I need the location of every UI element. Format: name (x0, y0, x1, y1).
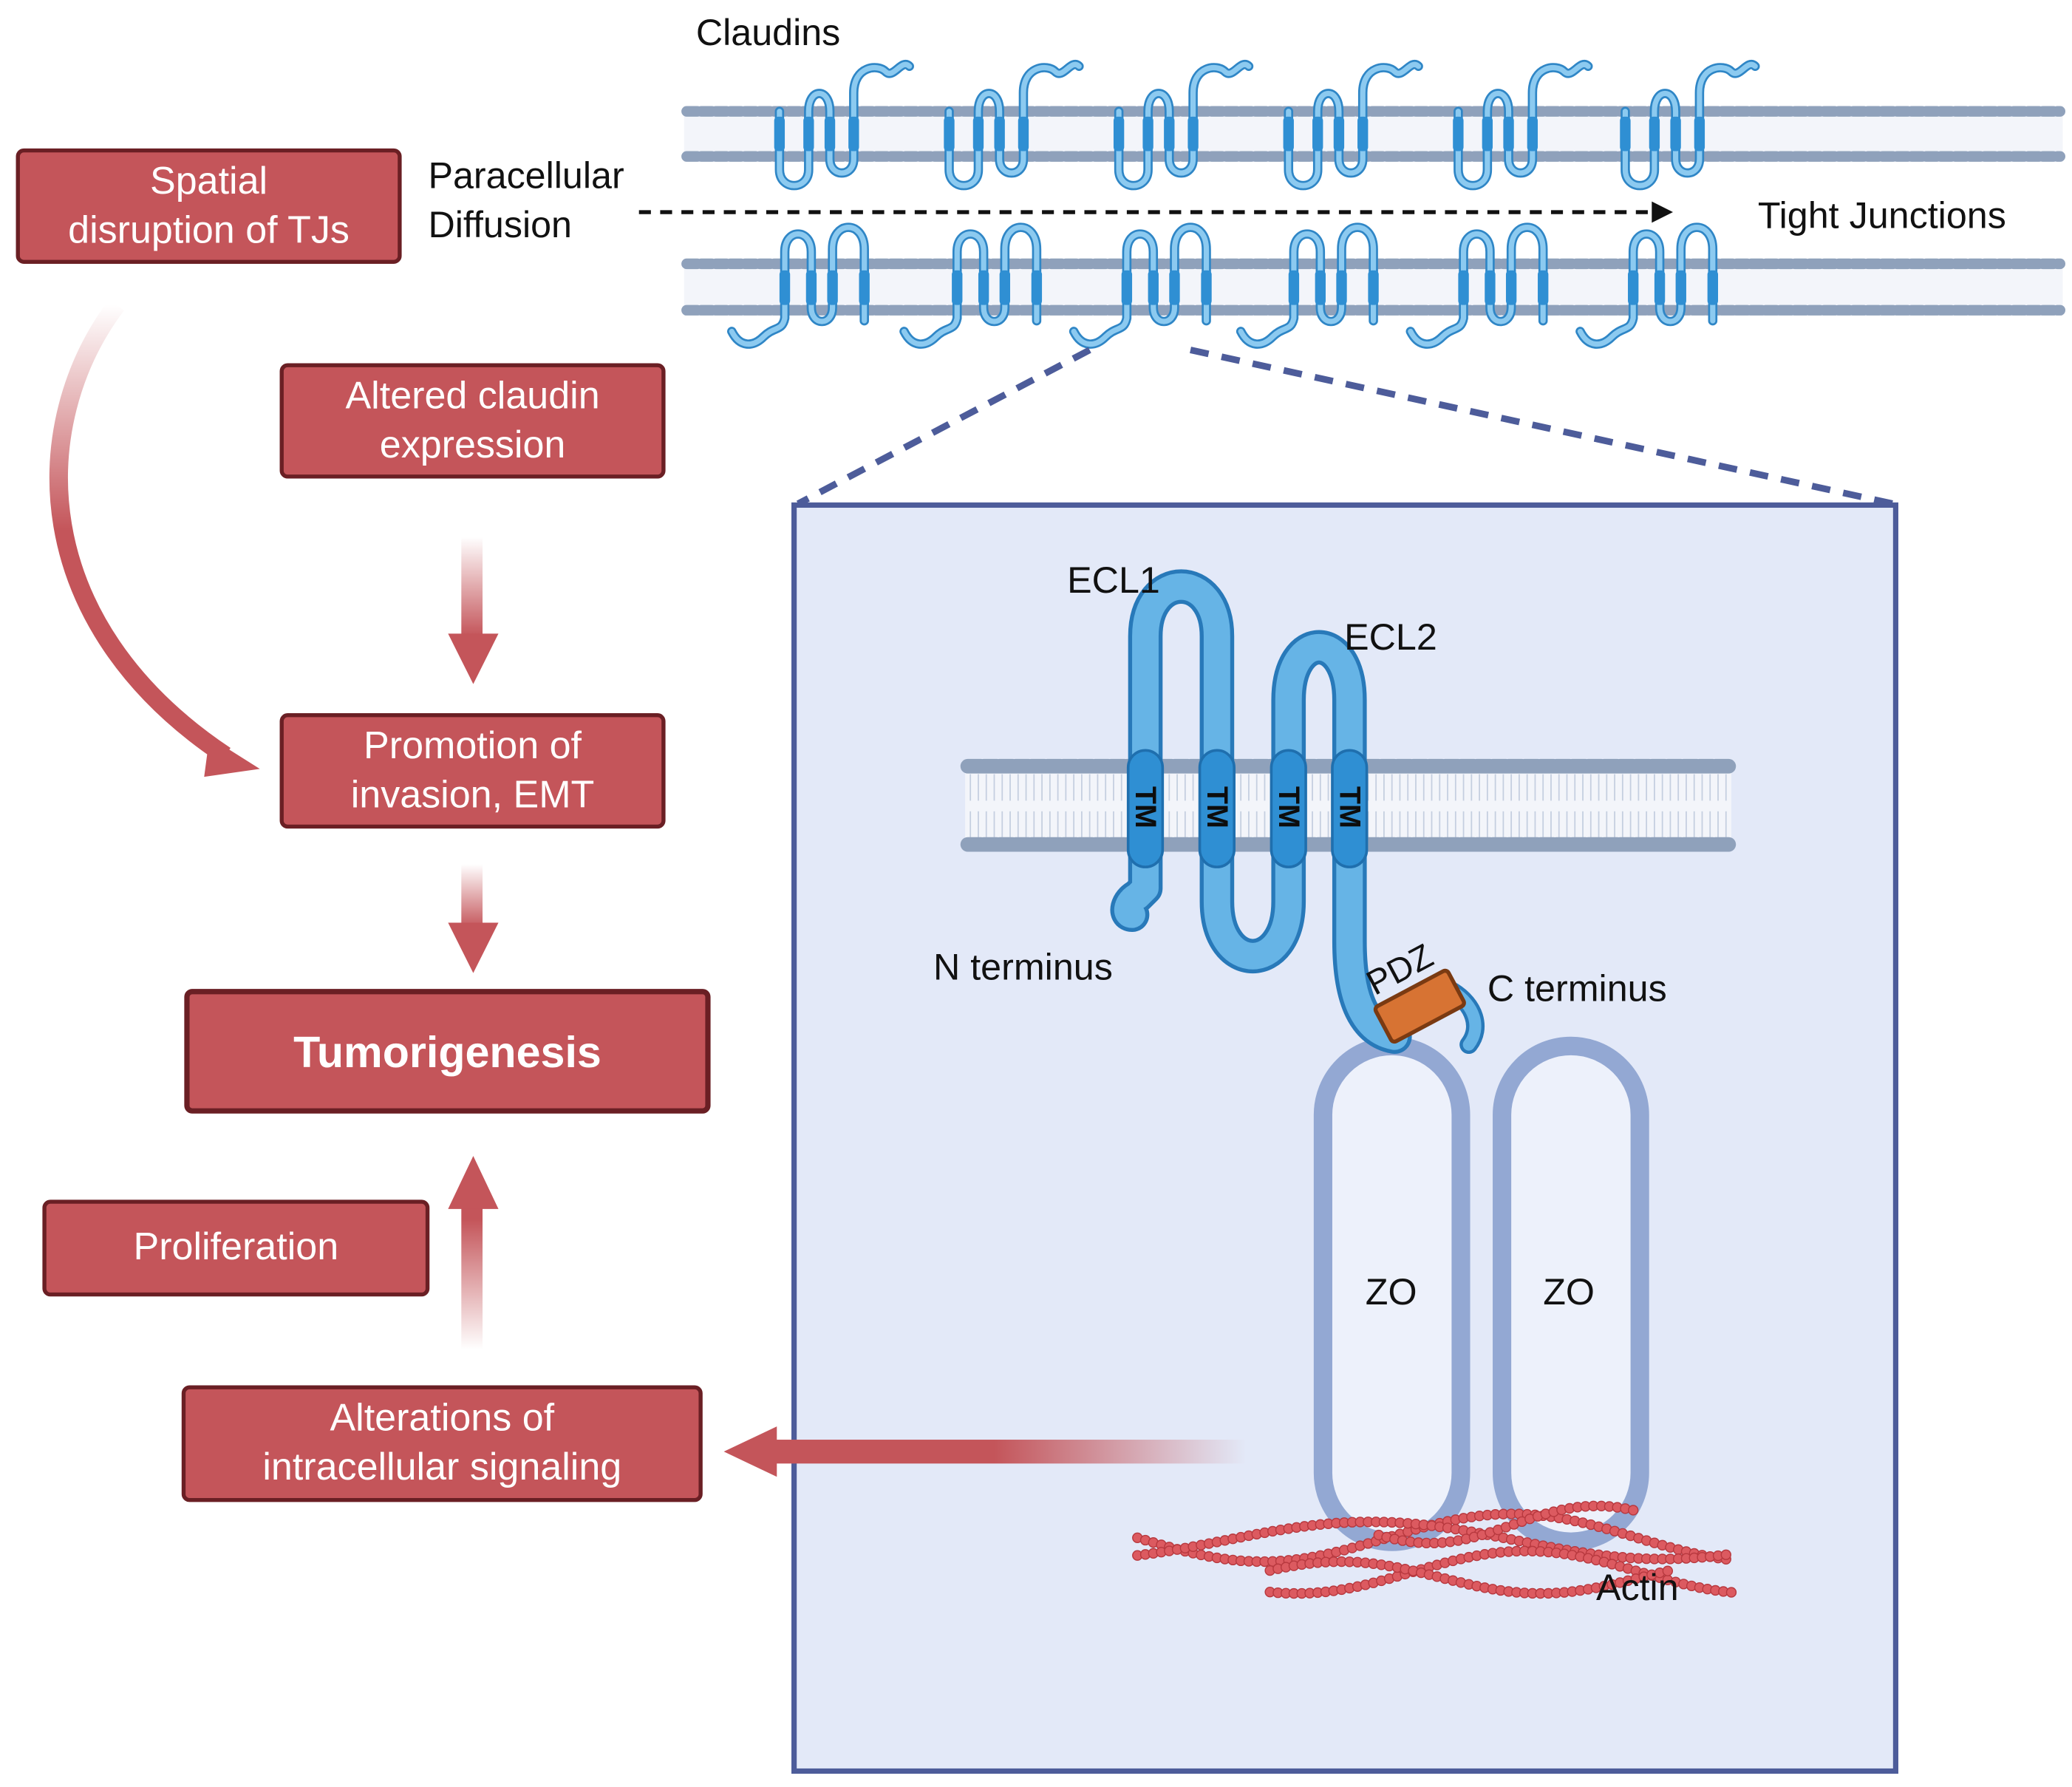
zo-label-left: ZO (1365, 1271, 1417, 1313)
actin-strand-5 (1373, 1500, 1639, 1549)
claudin-lower-1 (727, 222, 870, 349)
claudin-lower-6 (1575, 222, 1719, 349)
proliferation-box: Proliferation (42, 1199, 430, 1297)
claudin-upper-2 (944, 60, 1084, 191)
tm-label-2: TM (1201, 786, 1234, 828)
claudin-upper-4 (1283, 60, 1423, 191)
claudin-upper-6 (1620, 60, 1760, 191)
c-terminus-label: C terminus (1487, 967, 1667, 1010)
zo-capsule-right (1493, 1036, 1649, 1551)
actin-filaments (1132, 1500, 1737, 1599)
claudin-upper-1 (774, 60, 914, 191)
ecl2-label: ECL2 (1344, 616, 1437, 658)
tm-label-1: TM (1129, 786, 1163, 828)
tm-label-4: TM (1333, 786, 1367, 828)
curved-arrow (49, 299, 231, 763)
upper-membrane (681, 106, 2066, 162)
diffusion-label: Diffusion (428, 204, 572, 245)
actin-label: Actin (1595, 1567, 1679, 1608)
ecl1-label: ECL1 (1067, 559, 1160, 601)
claudin-lower-5 (1405, 222, 1549, 349)
claudin-upper-3 (1113, 60, 1254, 191)
flow-arrows (49, 299, 1247, 1477)
tm-label-3: TM (1272, 786, 1306, 828)
tight-junctions-label: Tight Junctions (1757, 194, 2006, 236)
paracellular-label: Paracellular (428, 154, 624, 197)
n-terminus-label: N terminus (933, 946, 1113, 988)
zoom-lines (796, 347, 1894, 508)
paracellular-diffusion-arrow (638, 201, 1674, 223)
claudin-detail (1110, 569, 1485, 1055)
tumorigenesis-box: Tumorigenesis (184, 989, 711, 1114)
actin-strand-2 (1132, 1517, 1731, 1565)
actin-strand-4 (1264, 1556, 1674, 1599)
claudin-lower-2 (899, 222, 1043, 349)
claudin-lower-4 (1236, 222, 1379, 349)
claudins-label: Claudins (695, 12, 841, 53)
claudin-upper-5 (1453, 60, 1593, 191)
lower-claudins (727, 222, 1719, 349)
upper-claudins (774, 60, 1760, 191)
claudin-lower-3 (1069, 222, 1212, 349)
zo-label-right: ZO (1543, 1271, 1595, 1313)
pdz-domain (1373, 968, 1466, 1044)
